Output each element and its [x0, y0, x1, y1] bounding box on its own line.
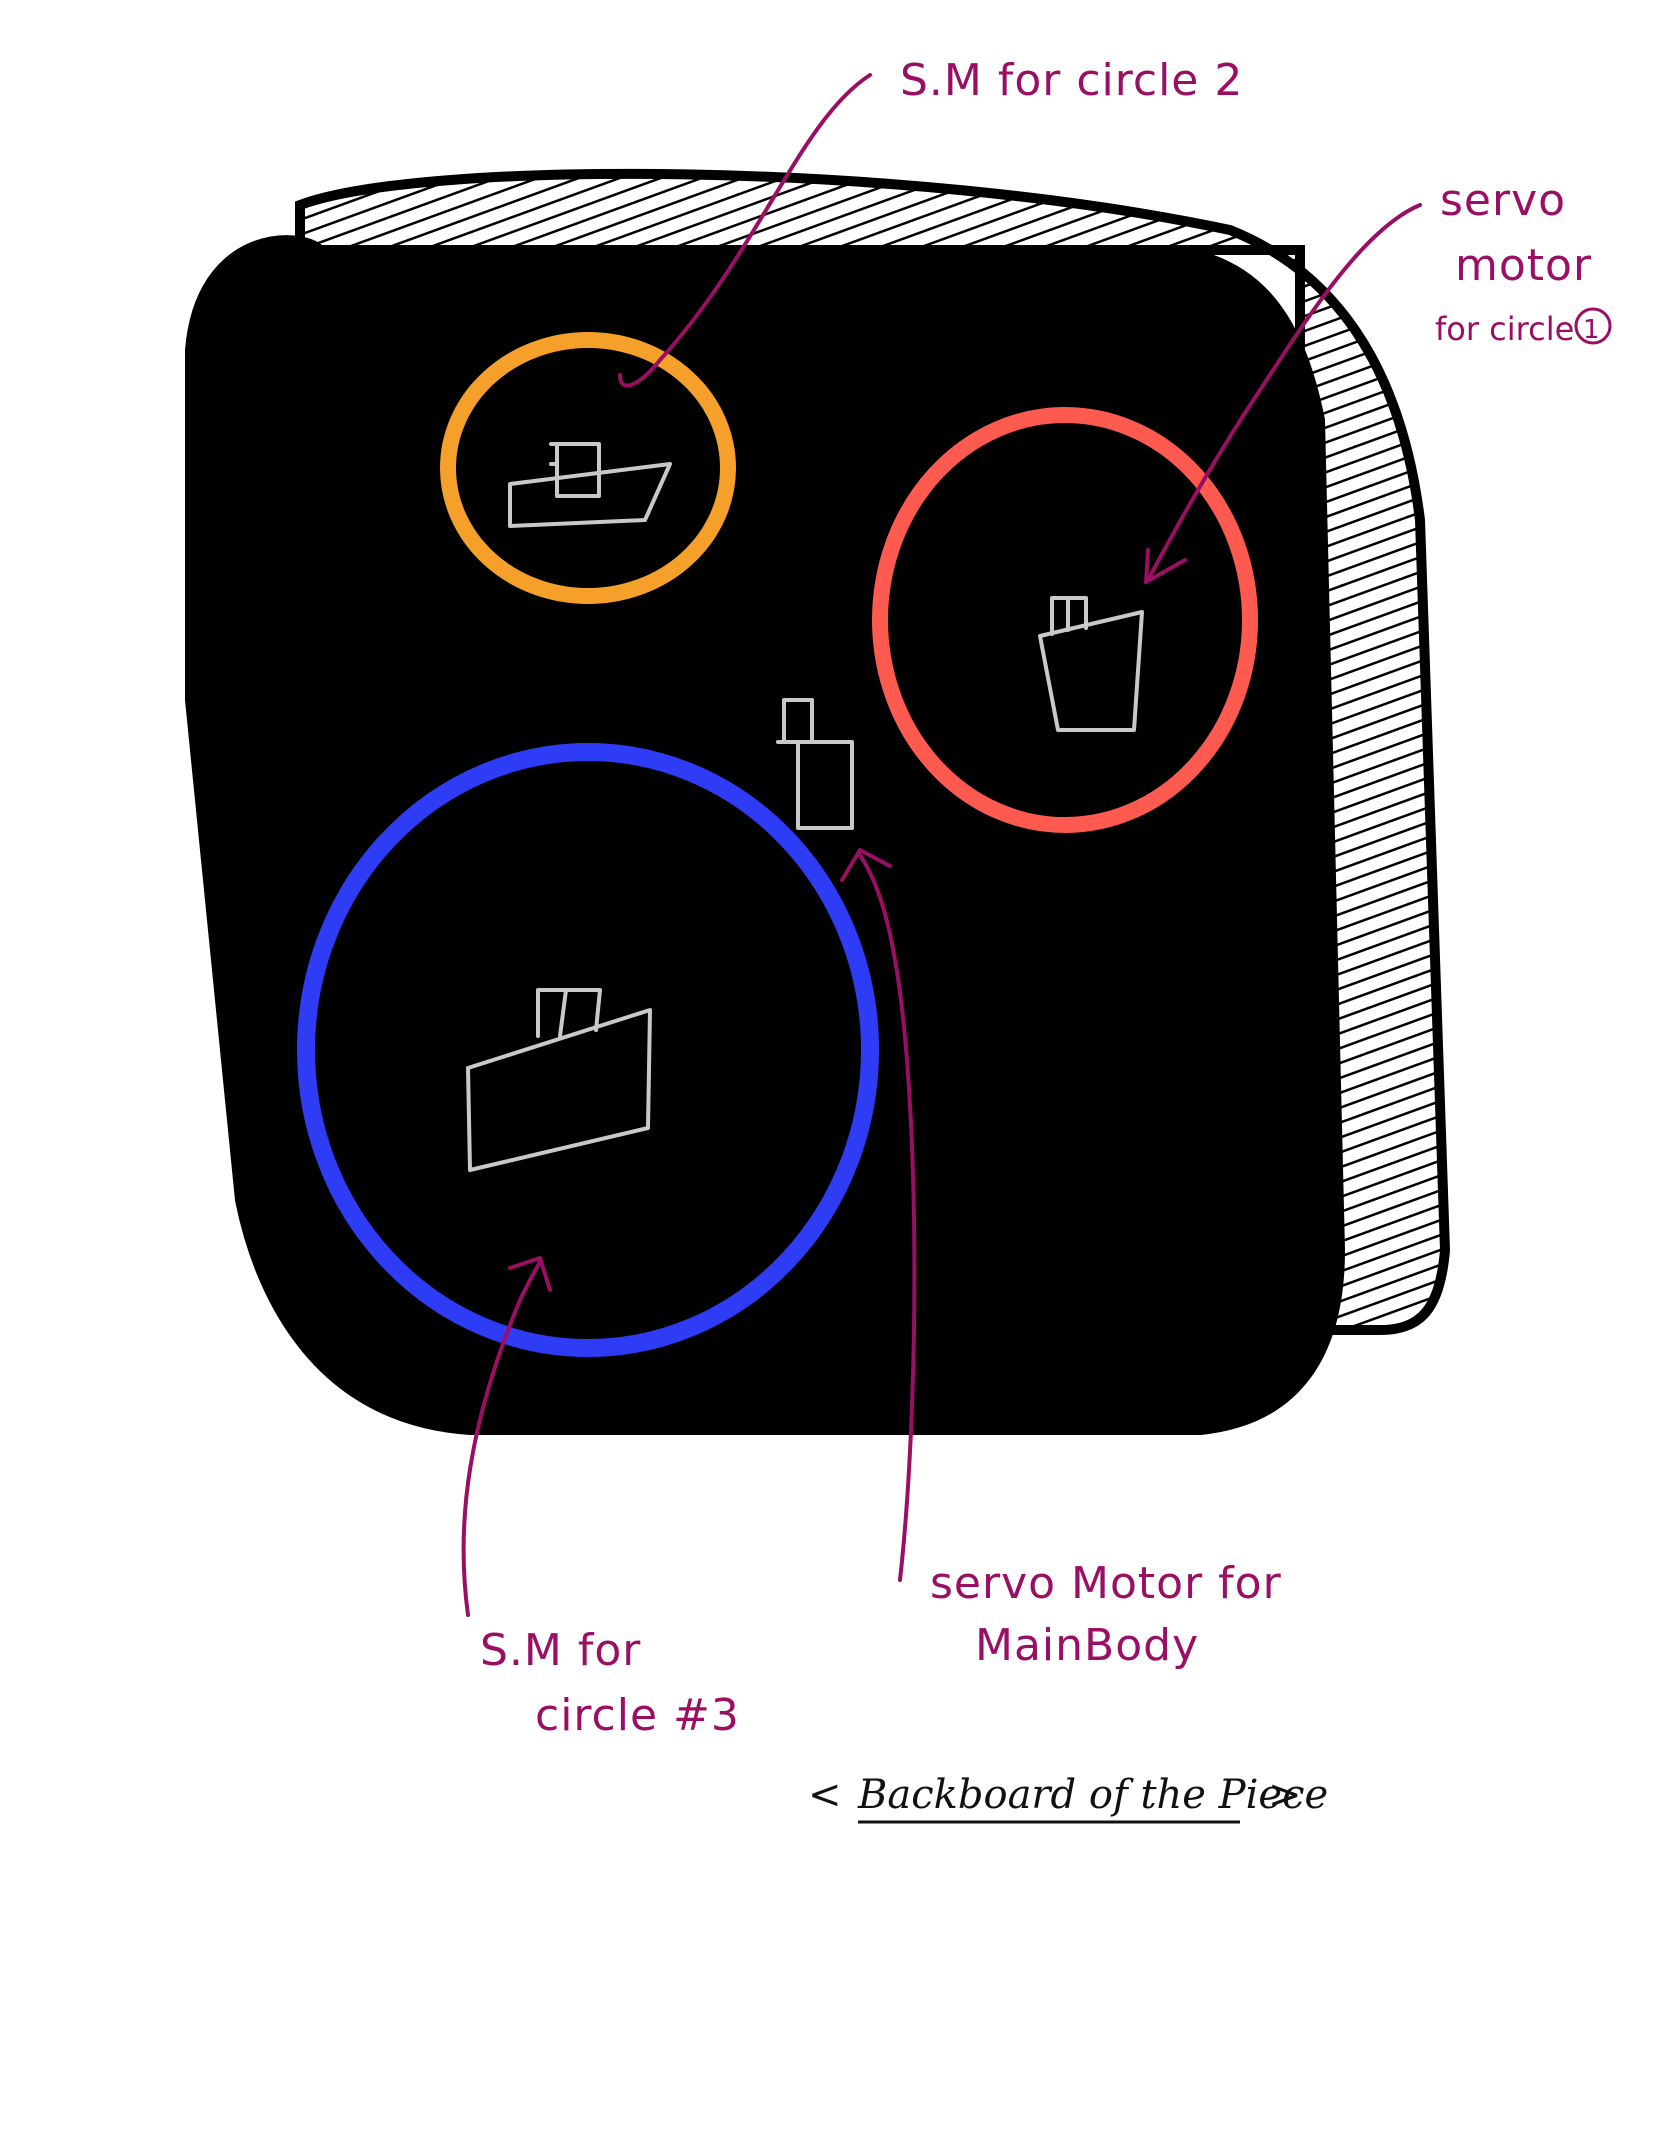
- servo-motor-circle-1-icon: [1038, 596, 1144, 732]
- label-circle-3-motor-line1: S.M for: [480, 1625, 641, 1676]
- leader-main-body: [858, 853, 917, 1582]
- leader-circle-1: [1146, 203, 1422, 582]
- circle-3: [297, 743, 879, 1357]
- leader-main-body-arrowhead: [840, 848, 892, 882]
- backboard-body: [185, 235, 1346, 1435]
- label-circle-1-motor-line3: for circle: [1435, 310, 1574, 348]
- servo-motor-circle-2-icon: [508, 442, 672, 528]
- circle-2: [440, 332, 736, 604]
- label-circle-3-motor-line2: circle #3: [535, 1690, 740, 1741]
- caption-close-bracket: >: [1268, 1772, 1302, 1818]
- label-circle-2-motor: S.M for circle 2: [900, 55, 1243, 106]
- caption-open-bracket: <: [808, 1772, 842, 1818]
- caption-title: Backboard of the Piece: [857, 1772, 1328, 1818]
- label-main-body-motor-line1: servo Motor for: [930, 1558, 1282, 1609]
- circle-number-badge: [1574, 307, 1612, 345]
- label-main-body-motor-line2: MainBody: [975, 1620, 1199, 1671]
- leader-circle-1-arrowhead: [1144, 548, 1187, 584]
- leader-circle-3-arrowhead: [508, 1256, 552, 1292]
- servo-motor-main-body-icon: [776, 698, 854, 830]
- label-circle-1-number: 1: [1583, 315, 1600, 345]
- servo-motor-circle-3-icon: [466, 988, 652, 1172]
- leader-circle-2: [618, 73, 872, 388]
- circle-1: [872, 407, 1258, 833]
- label-circle-1-motor-line2: motor: [1455, 240, 1592, 291]
- label-circle-1-motor-line1: servo: [1440, 175, 1566, 226]
- leader-circle-3: [461, 1260, 542, 1617]
